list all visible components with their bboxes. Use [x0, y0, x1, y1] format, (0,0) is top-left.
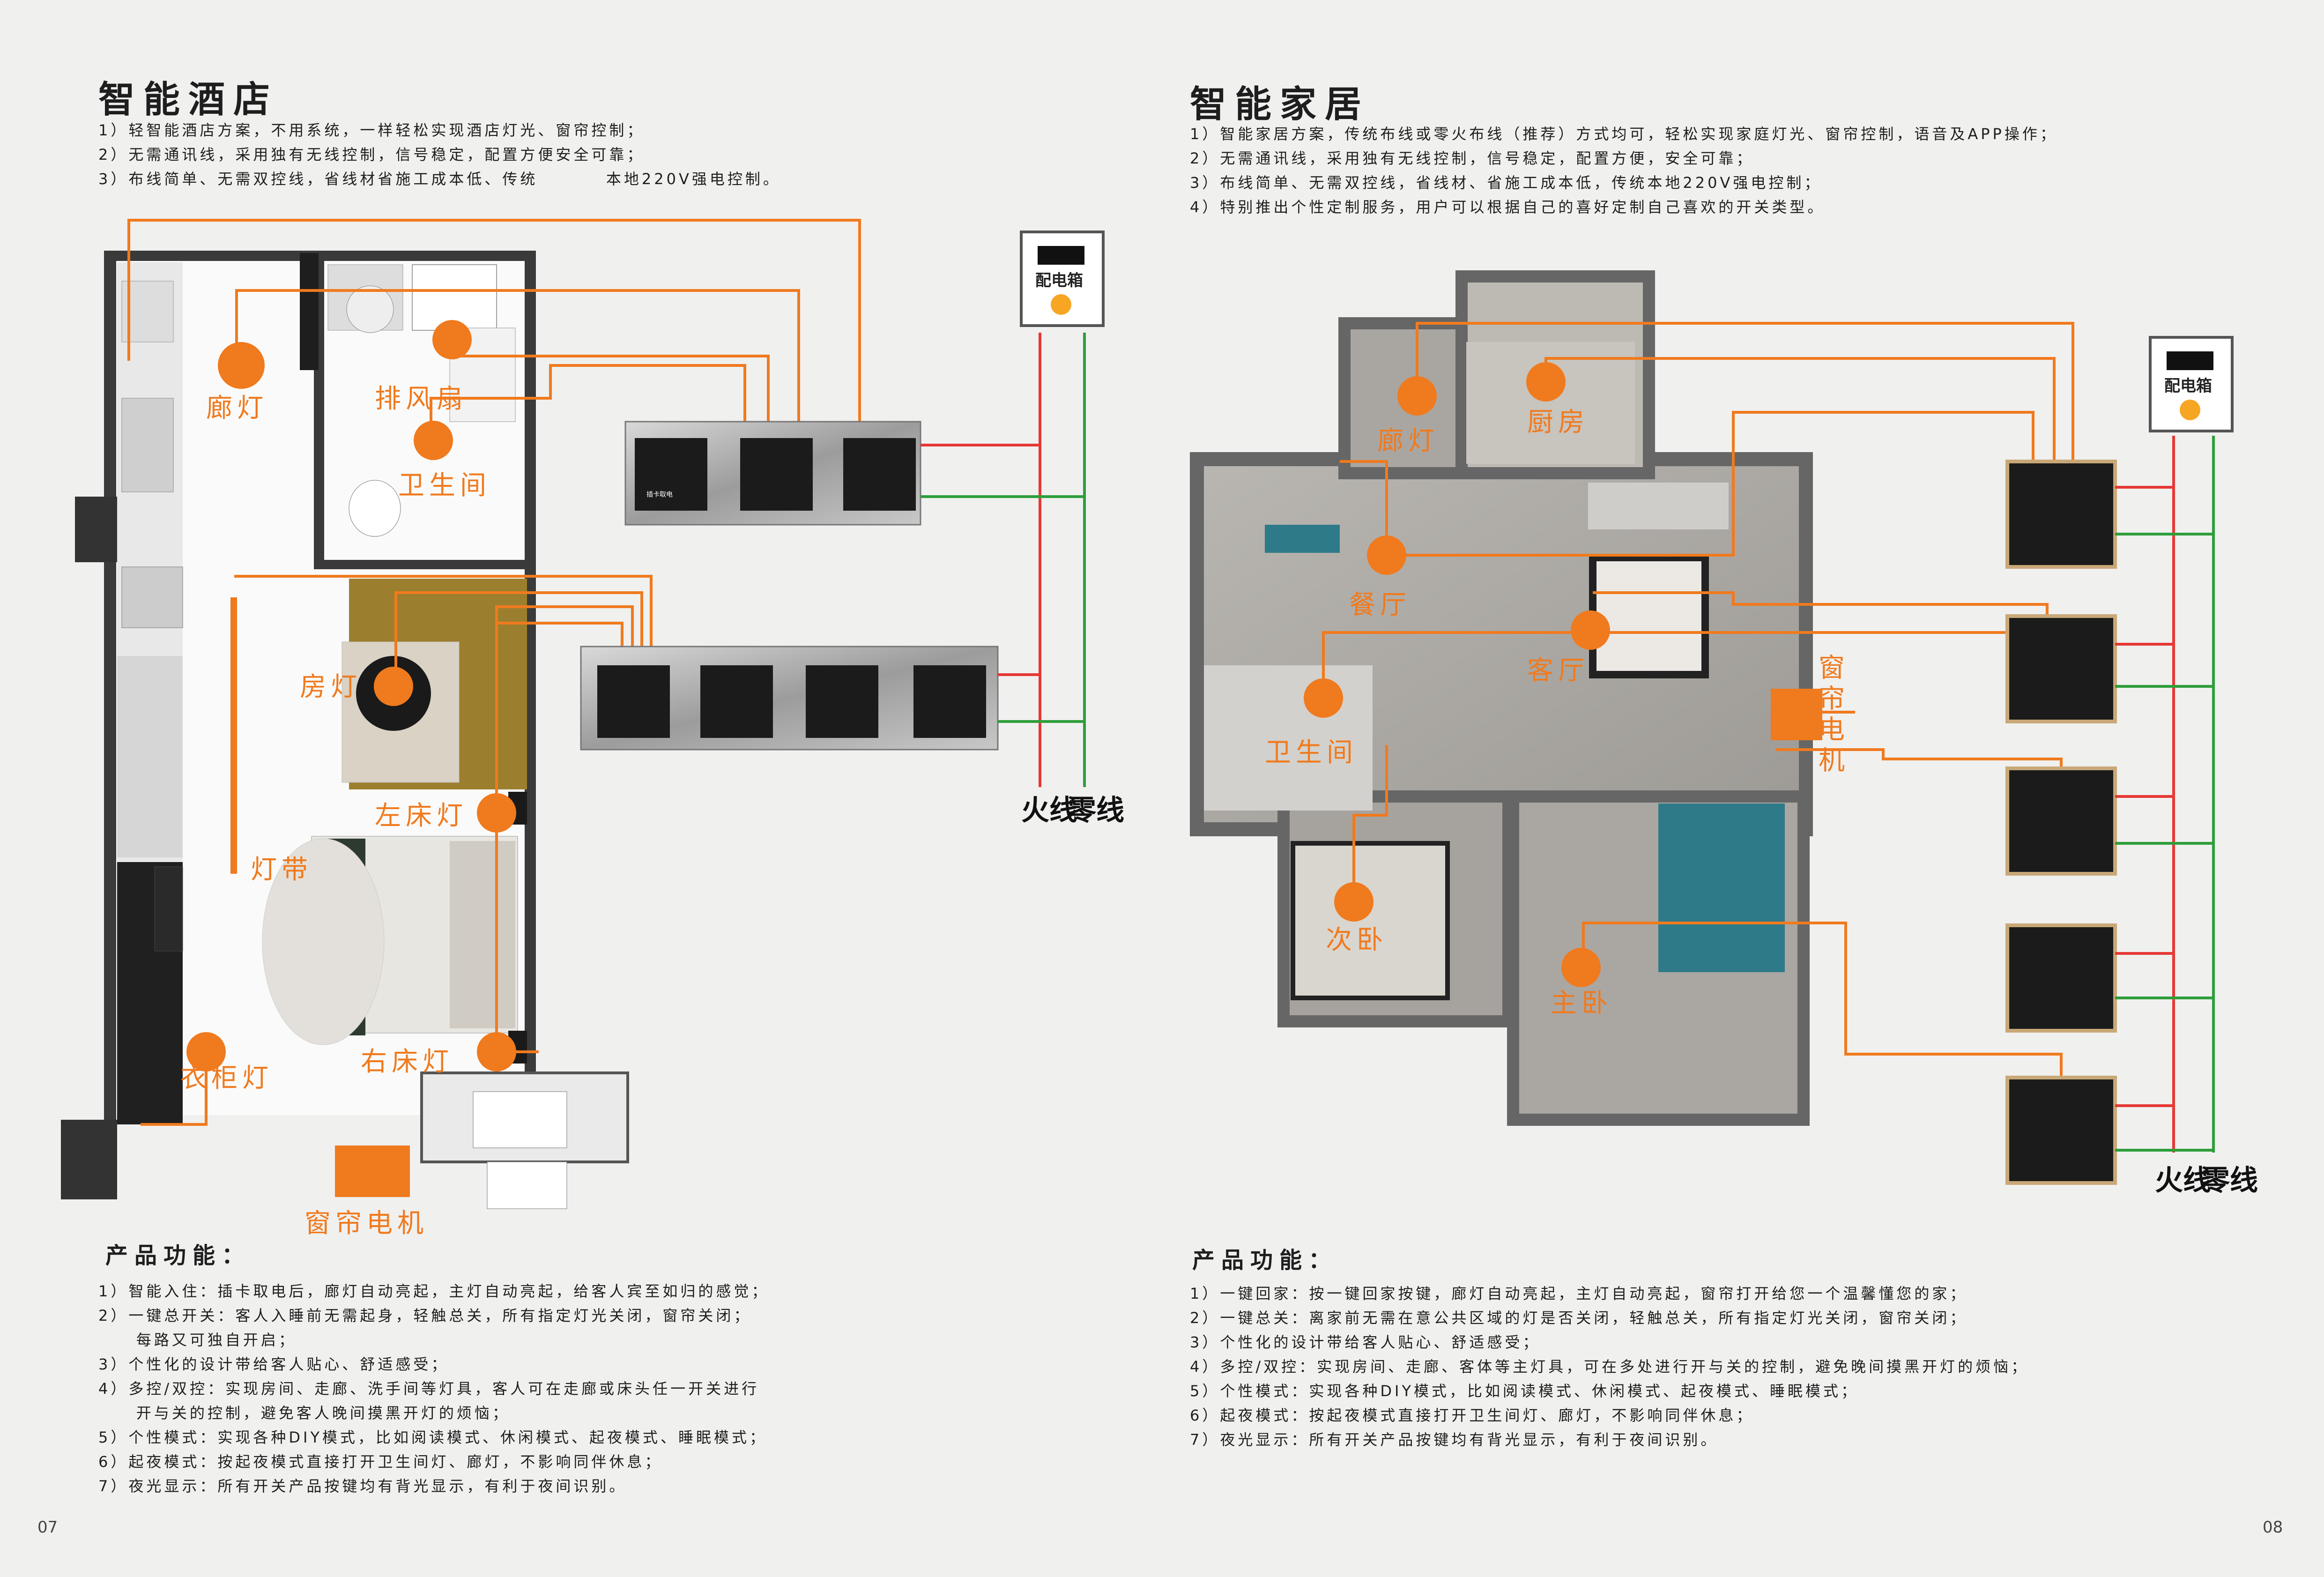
home-label-curtain: 窗帘电机 — [1814, 654, 1845, 777]
hotel-light-markers — [186, 320, 516, 1197]
hotel-box-label: 配电箱 — [1035, 271, 1083, 290]
home-fire-label: 火线 — [2155, 1164, 2211, 1197]
right-features-list: 1）一键回家：按一键回家按键，廊灯自动亮起，主灯自动亮起，窗帘打开给您一个温馨懂… — [1190, 1285, 2029, 1449]
home-label-corridor: 廊灯 — [1377, 426, 1439, 456]
hotel-label-fan: 排风扇 — [375, 384, 468, 414]
hotel-label-left-bed: 左床灯 — [375, 801, 468, 831]
hotel-label-corridor: 廊灯 — [206, 393, 268, 424]
home-box-label: 配电箱 — [2164, 377, 2212, 395]
left-title: 智能酒店 — [98, 79, 279, 121]
home-label-dining: 餐厅 — [1349, 590, 1411, 620]
home-label-master-bedroom: 主卧 — [1551, 988, 1612, 1019]
hotel-switch-panel-bottom — [580, 646, 999, 751]
card-switch-text: 插卡取电 — [646, 491, 673, 498]
hotel-neutral-label: 零线 — [1068, 794, 1124, 827]
home-power-wiring: 配电箱 — [2115, 336, 2234, 1153]
right-page-number: 08 — [2263, 1518, 2283, 1537]
home-label-bathroom: 卫生间 — [1265, 737, 1358, 768]
hotel-label-wardrobe: 衣柜灯 — [180, 1063, 273, 1093]
hotel-label-room: 房灯 — [300, 672, 362, 702]
home-neutral-label: 零线 — [2202, 1164, 2258, 1197]
left-description: 1）轻智能酒店方案，不用系统，一样轻松实现酒店灯光、窗帘控制； 2）无需通讯线，… — [98, 121, 781, 188]
home-label-living: 客厅 — [1527, 655, 1589, 686]
home-label-second-bedroom: 次卧 — [1326, 925, 1388, 955]
hotel-fire-label: 火线 — [1021, 794, 1077, 827]
hotel-label-strip: 灯带 — [251, 855, 312, 885]
left-features-title: 产品功能： — [105, 1242, 251, 1269]
right-title: 智能家居 — [1190, 83, 1370, 126]
left-features-list: 1）智能入住：插卡取电后，廊灯自动亮起，主灯自动亮起，给客人宾至如归的感觉； 2… — [98, 1282, 770, 1495]
home-label-kitchen: 厨房 — [1527, 407, 1589, 438]
left-page-number: 07 — [37, 1518, 58, 1537]
home-light-markers — [1304, 362, 1822, 987]
right-features-title: 产品功能： — [1192, 1247, 1338, 1273]
hotel-power-wiring: 配电箱 — [921, 231, 1105, 787]
hotel-label-bathroom: 卫生间 — [398, 470, 491, 501]
home-floor-plan — [1190, 270, 1813, 1126]
hotel-floor-plan — [61, 251, 629, 1209]
hotel-label-curtain: 窗帘电机 — [304, 1208, 428, 1239]
hotel-label-right-bed: 右床灯 — [361, 1047, 453, 1077]
right-description: 1）智能家居方案，传统布线或零火布线（推荐）方式均可，轻松实现家庭灯光、窗帘控制… — [1190, 125, 2058, 216]
home-switch-panels — [2005, 460, 2117, 1185]
hotel-switch-panel-top: 插卡取电 — [624, 421, 921, 526]
